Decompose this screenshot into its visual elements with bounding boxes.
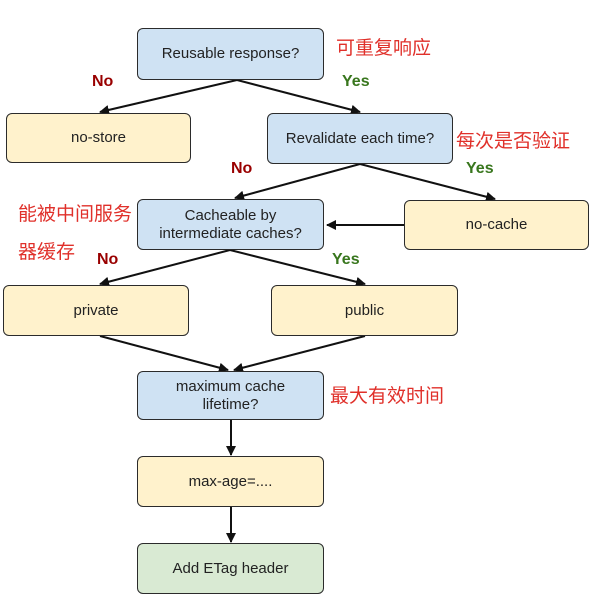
edge-public-to-maxlife	[233, 335, 366, 373]
node-private: private	[3, 285, 189, 336]
edge-label-no-3: No	[97, 251, 119, 268]
node-max-age: max-age=....	[137, 456, 324, 507]
edge-reusable-to-nostore	[99, 79, 238, 115]
node-public: public	[271, 285, 458, 336]
edge-label-yes-3: Yes	[332, 251, 360, 268]
edge-cacheable-to-public	[229, 249, 366, 287]
node-no-store: no-store	[6, 113, 191, 163]
edge-private-to-maxlife	[99, 335, 229, 373]
annotation-maxlife: 最大有效时间	[330, 385, 445, 407]
edge-label-no-1: No	[92, 73, 114, 90]
edge-revalidate-to-cacheable	[234, 163, 361, 201]
edge-label-no-2: No	[231, 160, 253, 177]
edge-label-yes-1: Yes	[342, 73, 370, 90]
node-add-etag-header: Add ETag header	[137, 543, 324, 594]
annotation-reusable: 可重复响应	[336, 37, 432, 59]
node-reusable-response: Reusable response?	[137, 28, 324, 80]
edge-reusable-to-revalidate	[236, 79, 361, 115]
edge-label-yes-2: Yes	[466, 160, 494, 177]
node-maximum-cache-lifetime: maximum cache lifetime?	[137, 371, 324, 420]
annotation-cacheable-line1: 能被中间服务	[18, 203, 133, 225]
node-cacheable-intermediate: Cacheable by intermediate caches?	[137, 199, 324, 250]
edge-revalidate-to-nocache	[359, 163, 496, 202]
annotation-cacheable-line2: 器缓存	[18, 241, 76, 263]
node-no-cache: no-cache	[404, 200, 589, 250]
node-revalidate-each-time: Revalidate each time?	[267, 113, 453, 164]
annotation-revalidate: 每次是否验证	[456, 130, 571, 152]
edge-cacheable-to-private	[99, 249, 231, 287]
